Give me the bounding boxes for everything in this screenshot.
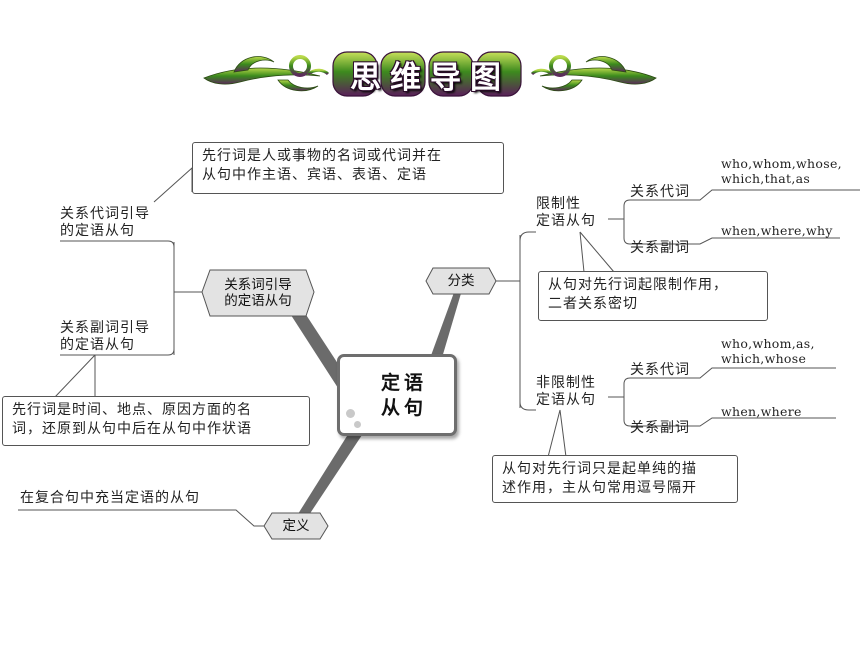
nonrestrictive-note-line1: 从句对先行词只是起单纯的描 [502, 461, 697, 477]
restrictive-label: 限制性 定语从句 [536, 196, 596, 230]
restrictive-note-line2: 二者关系密切 [548, 296, 638, 312]
nonrestrictive-pronoun-words: who,whom,as, which,whose [721, 336, 815, 366]
restrictive-label-line1: 限制性 [536, 196, 581, 212]
nonrestrictive-label-line1: 非限制性 [536, 375, 596, 391]
restrictive-pronoun-words-line2: which,that,as [721, 171, 811, 186]
restrictive-adverb-label: 关系副词 [630, 240, 690, 256]
pronoun-note-line1: 先行词是人或事物的名词或代词并在 [202, 148, 442, 164]
adverb-note-line1: 先行词是时间、地点、原因方面的名 [12, 402, 252, 418]
page-title: 思维导图 [350, 59, 510, 96]
nonrestrictive-note-callout [547, 409, 567, 458]
classification-node[interactable]: 分类 [447, 273, 475, 289]
restrictive-note-box: 从句对先行词起限制作用， 二者关系密切 [538, 271, 768, 321]
definition-pill-shape [263, 512, 329, 540]
restrictive-bracket [608, 189, 860, 245]
nonrestrictive-adverb-label: 关系副词 [630, 420, 690, 436]
restrictive-note-callout [579, 231, 615, 273]
pronoun-clause-label: 关系代词引导 的定语从句 [60, 206, 150, 240]
center-label: 定语 从句 [364, 371, 444, 421]
nonrestrictive-note-box: 从句对先行词只是起单纯的描 述作用，主从句常用逗号隔开 [492, 455, 738, 503]
restrictive-label-line2: 定语从句 [536, 213, 596, 229]
nonrestrictive-pronoun-label: 关系代词 [630, 362, 690, 378]
adverb-clause-label-line2: 的定语从句 [60, 337, 135, 353]
adverb-clause-label-line1: 关系副词引导 [60, 320, 150, 336]
definition-node[interactable]: 定义 [282, 518, 310, 534]
center-node[interactable]: 定语 从句 [337, 354, 457, 436]
adverb-clause-label: 关系副词引导 的定语从句 [60, 320, 150, 354]
left-bracket [60, 240, 205, 356]
adverb-note-callout [54, 354, 96, 398]
title-ornament [203, 51, 657, 97]
left-scroll-ornament [203, 55, 330, 92]
restrictive-note-line1: 从句对先行词起限制作用， [548, 277, 728, 293]
right-scroll-ornament [530, 55, 657, 92]
adverb-note-line2: 词，还原到从句中后在从句中作状语 [12, 421, 252, 437]
nonrestrictive-pronoun-words-line1: who,whom,as, [721, 336, 815, 351]
title-buttons [332, 51, 522, 97]
pronoun-clause-label-line2: 的定语从句 [60, 223, 135, 239]
nonrestrictive-note-line2: 述作用，主从句常用逗号隔开 [502, 480, 697, 496]
left-branch-pill-shape [201, 269, 315, 317]
center-label-line1: 定语 [380, 372, 427, 394]
decor-dot [346, 409, 355, 418]
pronoun-note-box: 先行词是人或事物的名词或代词并在 从句中作主语、宾语、表语、定语 [192, 142, 504, 194]
classification-pill-shape [425, 267, 497, 295]
restrictive-pronoun-label: 关系代词 [630, 184, 690, 200]
pronoun-note-callout [153, 166, 193, 203]
left-branch-label-line2: 的定语从句 [224, 293, 292, 309]
title-banner: 思维导图 [200, 44, 660, 104]
classification-bracket [495, 231, 536, 411]
pronoun-clause-label-line1: 关系代词引导 [60, 206, 150, 222]
nonrestrictive-pronoun-words-line2: which,whose [721, 351, 807, 366]
restrictive-pronoun-words-line1: who,whom,whose, [721, 156, 842, 171]
nonrestrictive-label-line2: 定语从句 [536, 392, 596, 408]
center-label-line2: 从句 [380, 397, 427, 419]
nonrestrictive-label: 非限制性 定语从句 [536, 375, 596, 409]
restrictive-pronoun-words: who,whom,whose, which,that,as [721, 156, 842, 186]
nonrestrictive-bracket [608, 367, 836, 427]
left-branch-node[interactable]: 关系词引导 的定语从句 [202, 270, 314, 316]
definition-line [18, 509, 264, 527]
restrictive-adverb-words: when,where,why [721, 223, 833, 238]
decor-dot [354, 421, 361, 428]
adverb-note-box: 先行词是时间、地点、原因方面的名 词，还原到从句中后在从句中作状语 [2, 396, 310, 446]
nonrestrictive-adverb-words: when,where [721, 404, 802, 419]
definition-text: 在复合句中充当定语的从句 [20, 490, 200, 506]
pronoun-note-line2: 从句中作主语、宾语、表语、定语 [202, 167, 427, 183]
left-branch-label-line1: 关系词引导 [224, 277, 292, 293]
